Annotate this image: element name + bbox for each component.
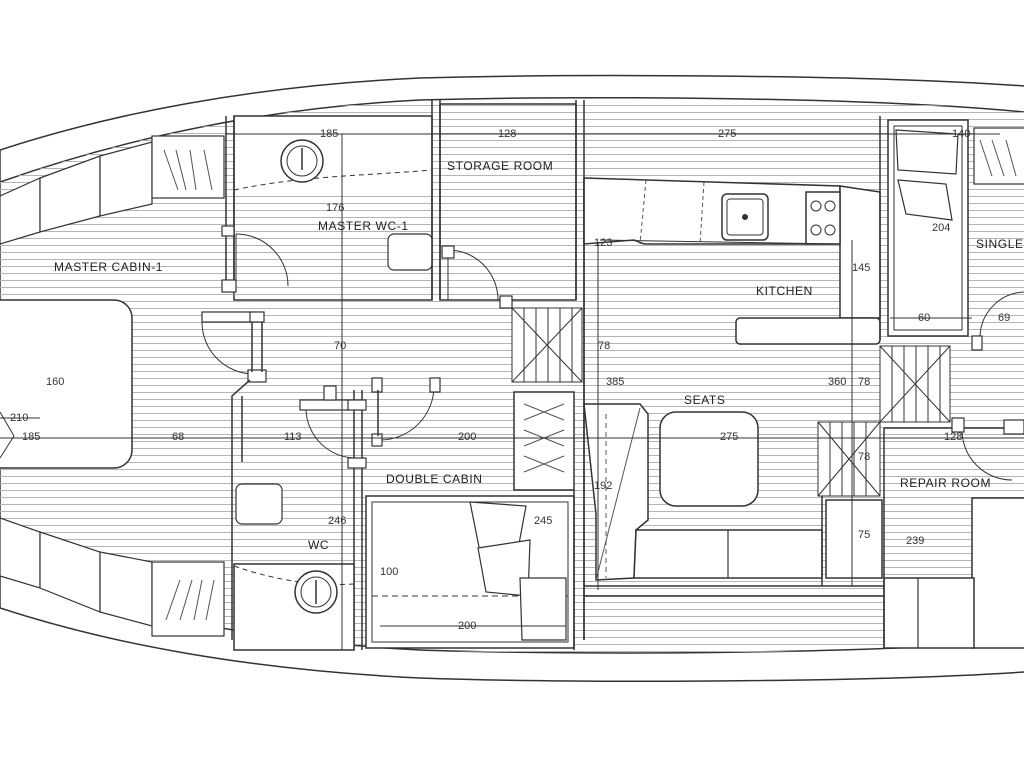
repair-room-white [971,497,1024,649]
dim-246: 246 [328,515,347,527]
master-wc-toilet [387,233,433,271]
dim-210: 210 [10,412,29,424]
top-lockers [0,135,225,245]
dim-69: 69 [998,312,1011,324]
label-wc: WC [308,538,330,552]
wardrobe [513,391,575,491]
label-single-cabin: SINGLE [976,237,1024,251]
dim-176: 176 [326,202,345,214]
kitchen-bar [735,317,881,345]
stairs-aft [817,345,951,497]
dim-60: 60 [918,312,931,324]
dim-245: 245 [534,515,553,527]
dim-145: 145 [852,262,871,274]
dim-185-top: 185 [320,128,339,140]
dim-68: 68 [172,431,185,443]
label-kitchen: KITCHEN [756,284,813,298]
dim-123: 123 [594,237,613,249]
label-repair-room: REPAIR ROOM [900,476,992,490]
double-bed-pillows [469,501,567,641]
dim-78-a: 78 [598,340,611,352]
cabinet-75 [825,499,883,579]
dim-275-mid: 275 [720,431,739,443]
dim-100: 100 [380,566,399,578]
label-master-wc: MASTER WC-1 [318,219,409,233]
kitchen-stove [805,191,841,245]
dimension-lines [0,133,1024,650]
single-cabin-locker [973,127,1024,185]
dim-239: 239 [906,535,925,547]
dim-192: 192 [594,480,613,492]
dim-128-right: 128 [944,431,963,443]
dim-275-top: 275 [718,128,737,140]
dim-160: 160 [46,376,65,388]
dim-385: 385 [606,376,625,388]
label-seats: SEATS [684,393,726,407]
bottom-lockers [0,517,225,637]
stairs-forward [511,307,583,383]
dim-70: 70 [334,340,347,352]
dim-140: 140 [952,128,971,140]
saloon-table [659,411,759,507]
dim-204: 204 [932,222,951,234]
dim-360: 360 [828,376,847,388]
label-double-cabin: DOUBLE CABIN [386,472,483,486]
dim-185-left: 185 [22,431,41,443]
storage-room [439,103,577,301]
dim-200-mid: 200 [458,431,477,443]
master-bed [0,299,133,469]
label-storage-room: STORAGE ROOM [447,159,554,173]
dim-200-bed: 200 [458,620,477,632]
dim-113: 113 [284,431,302,443]
wc-toilet [235,483,283,525]
dim-78-c: 78 [858,451,871,463]
dim-75: 75 [858,529,871,541]
wc-room-white [233,563,355,651]
label-master-cabin: MASTER CABIN-1 [54,260,164,274]
dim-128-top: 128 [498,128,517,140]
hull-outer [0,74,1024,682]
dim-78-b: 78 [858,376,871,388]
